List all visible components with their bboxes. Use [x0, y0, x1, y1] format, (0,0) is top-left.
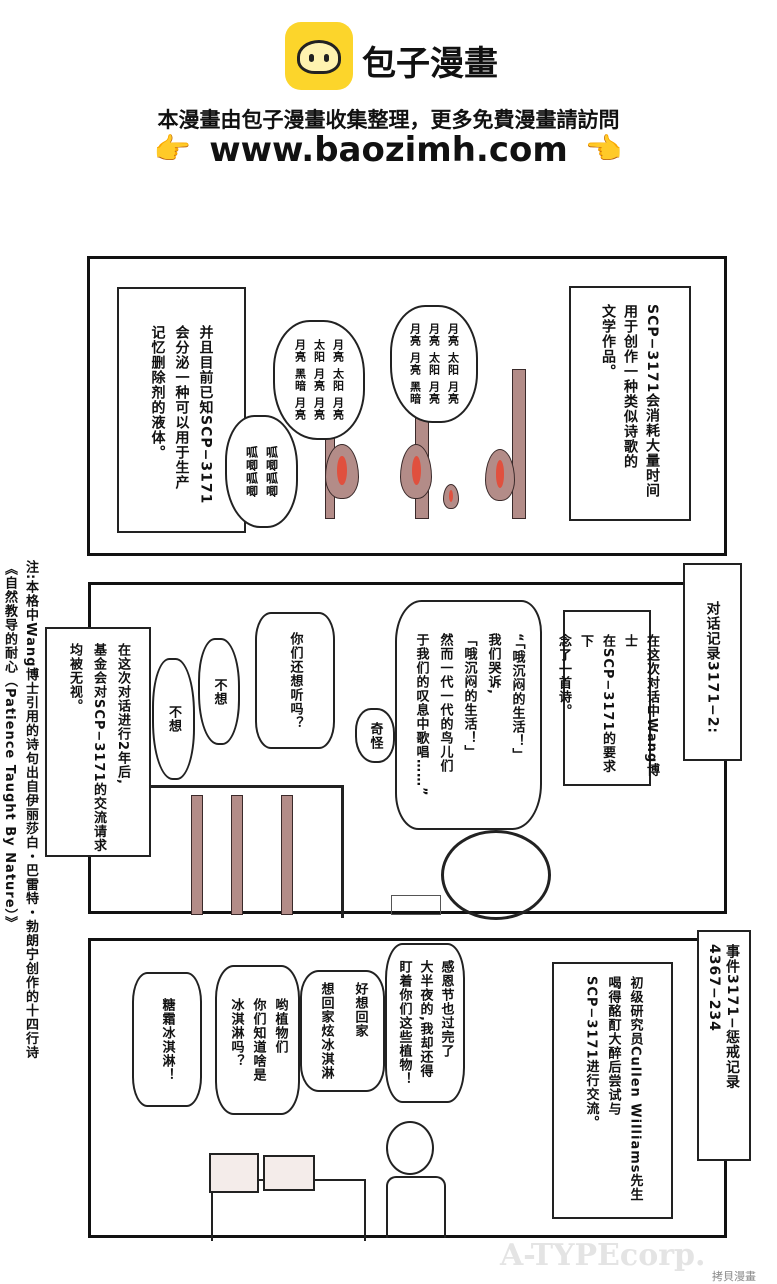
log-label: 对话记录3171−2: [704, 601, 721, 735]
side-note-source: 注:本格中Wang博士引用的诗句出自伊丽莎白・巴雷特・勃朗宁创作的十四行诗 [23, 560, 38, 1060]
baozi-logo-icon [285, 22, 353, 90]
caption-box: 在这次对话进行2年后, 基金会对SCP−3171的交流请求 均被无视。 [45, 627, 151, 857]
site-url-row: 👉 www.baozimh.com 👉 [0, 130, 777, 170]
caption-text: 在这次对话进行2年后, 基金会对SCP−3171的交流请求 均被无视。 [67, 643, 130, 853]
bubble-text: 月亮 太阳 月亮 太阳 月亮 月亮 月亮 黑暗 月亮 [293, 339, 345, 421]
bubble-text: 月亮 太阳 月亮 月亮 太阳 月亮 月亮 月亮 黑暗 [408, 323, 460, 405]
copymanga-watermark: 拷貝漫畫 [712, 1270, 756, 1283]
speech-bubble: 你们还想听吗？ [255, 612, 335, 749]
plant-stalk [191, 795, 203, 915]
caption-text: 并且目前已知SCP−3171 会分泌一种可以用于生产 记忆删除剂的液体。 [149, 325, 214, 505]
bubble-text: 奇怪 [367, 721, 383, 750]
pointing-hand-icon: 👉 [153, 132, 192, 167]
speech-bubble: 不想 [152, 658, 195, 780]
plant-pod [443, 484, 459, 509]
bubble-text: 好想回家 想回家炫冰淇淋 [318, 982, 368, 1080]
caption-box: 并且目前已知SCP−3171 会分泌一种可以用于生产 记忆删除剂的液体。 [117, 287, 246, 533]
bubble-text: 你们还想听吗？ [287, 631, 303, 730]
speech-bubble: 好想回家 想回家炫冰淇淋 [300, 970, 385, 1092]
monitor [263, 1155, 315, 1191]
caption-text: 在这次对话中Wang博士 在SCP−3171的要求下 念了一首诗。 [556, 634, 659, 778]
book [391, 895, 441, 915]
speech-bubble: 糖霜冰淇淋！ [132, 972, 202, 1107]
plant-pod [325, 444, 359, 499]
monitor [209, 1153, 259, 1193]
speech-bubble: 月亮 太阳 月亮 太阳 月亮 月亮 月亮 黑暗 月亮 [273, 320, 365, 440]
logo-text: 包子漫畫 [362, 44, 498, 84]
speech-bubble: 哟植物们 你们知道啥是 冰淇淋吗？ [215, 965, 300, 1115]
plant-pod [400, 444, 432, 499]
caption-text: 初级研究员Cullen Williams先生 喝得酩酊大醉后尝试与 SCP−31… [583, 976, 643, 1202]
caption-text: SCP−3171会消耗大量时间 用于创作一种类似诗歌的 文学作品。 [600, 304, 660, 499]
plant-stalk [231, 795, 243, 915]
pointing-hand-icon: 👉 [585, 132, 624, 167]
bubble-text: 糖霜冰淇淋！ [159, 997, 175, 1082]
site-subtitle: 本漫畫由包子漫畫收集整理，更多免費漫畫請訪問 [157, 108, 620, 132]
speech-bubble: 月亮 太阳 月亮 月亮 太阳 月亮 月亮 月亮 黑暗 [390, 305, 478, 423]
caption-box: 初级研究员Cullen Williams先生 喝得酩酊大醉后尝试与 SCP−31… [552, 962, 673, 1219]
plant-stalk [512, 369, 526, 519]
bubble-text: “「哦沉闷的生活！」 我们哭诉, 「哦沉闷的生活！」 然而一代一代的鸟儿们 于我… [413, 633, 525, 797]
bubble-text: 不想 [166, 705, 181, 733]
speech-bubble: 感恩节也过完了 大半夜的,我却还得 盯着你们这些植物！ [385, 943, 465, 1103]
speech-bubble: 呱唧呱唧 呱唧呱唧 [225, 415, 298, 528]
speech-bubble: 奇怪 [355, 708, 395, 763]
log-label: 事件3171−惩戒记录4367−234 [706, 944, 740, 1090]
speech-bubble: “「哦沉闷的生活！」 我们哭诉, 「哦沉闷的生活！」 然而一代一代的鸟儿们 于我… [395, 600, 542, 830]
window-frame [141, 785, 344, 918]
atype-watermark: A-TYPEcorp. [500, 1238, 706, 1273]
speech-bubble: 不想 [198, 638, 240, 745]
researcher-body [386, 1176, 446, 1238]
bubble-text: 感恩节也过完了 大半夜的,我却还得 盯着你们这些植物！ [396, 960, 454, 1086]
caption-box: SCP−3171会消耗大量时间 用于创作一种类似诗歌的 文学作品。 [569, 286, 691, 521]
log-label-box: 事件3171−惩戒记录4367−234 [697, 930, 751, 1161]
plant-pod [485, 449, 515, 501]
side-note-title: 《自然教导的耐心（Patience Taught By Nature）》 [2, 562, 17, 931]
researcher-head [441, 830, 551, 920]
bubble-text: 不想 [211, 677, 227, 706]
researcher-head [386, 1121, 434, 1175]
bubble-text: 呱唧呱唧 呱唧呱唧 [244, 445, 279, 498]
log-label-box: 对话记录3171−2: [683, 563, 742, 761]
plant-stalk [281, 795, 293, 915]
bubble-text: 哟植物们 你们知道啥是 冰淇淋吗？ [228, 998, 288, 1082]
site-url-link[interactable]: www.baozimh.com [209, 130, 568, 170]
caption-box: 在这次对话中Wang博士 在SCP−3171的要求下 念了一首诗。 [556, 610, 659, 786]
